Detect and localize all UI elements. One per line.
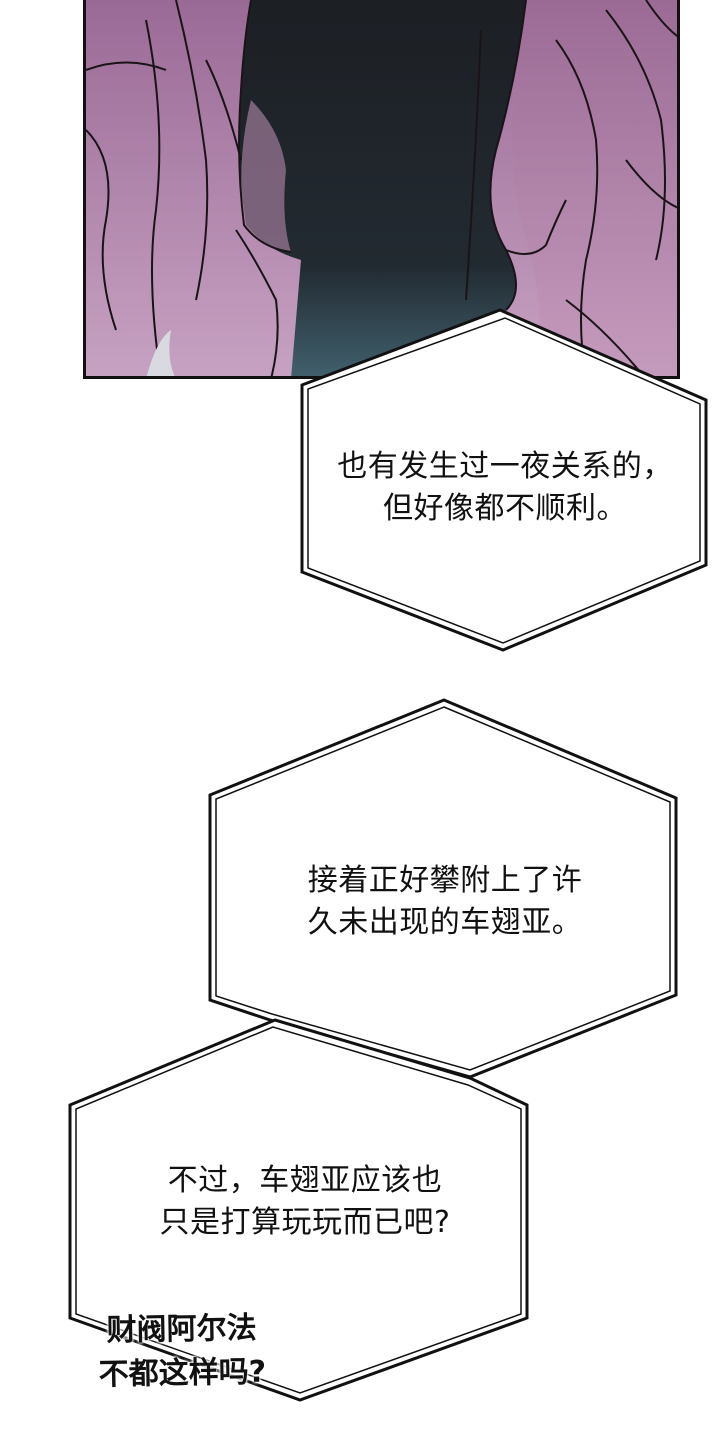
panel-artwork (86, 0, 677, 376)
speech-bubble-1-text: 也有发生过一夜关系的， 但好像都不顺利。 (305, 446, 705, 530)
speech-bubble-3-line-1: 不过，车翅亚应该也 (167, 1163, 443, 1198)
speech-bubble-1-line-1: 也有发生过一夜关系的， (337, 449, 673, 484)
handwritten-line-1: 财阀阿尔法 (106, 1310, 257, 1349)
speech-bubble-3-line-2: 只是打算玩玩而已吧? (159, 1205, 451, 1240)
speech-bubble-1 (300, 308, 708, 652)
center-dark-figure (239, 0, 526, 376)
speech-bubble-2-line-2: 久未出现的车翅亚。 (307, 905, 583, 940)
light-spot (146, 330, 175, 376)
handwritten-line-2: 不都这样吗? (98, 1354, 267, 1393)
speech-bubble-1-line-2: 但好像都不顺利。 (383, 491, 627, 526)
handwritten-aside: 财阀阿尔法 不都这样吗? (61, 1306, 302, 1398)
right-figure (512, 0, 677, 376)
speech-bubble-2-text: 接着正好攀附上了许 久未出现的车翅亚。 (240, 860, 650, 944)
speech-bubble-3 (68, 1018, 529, 1402)
left-hand (241, 100, 291, 252)
speech-bubble-2-line-1: 接着正好攀附上了许 (307, 863, 583, 898)
comic-panel-top (83, 0, 680, 379)
speech-bubble-3-text: 不过，车翅亚应该也 只是打算玩玩而已吧? (100, 1160, 510, 1244)
